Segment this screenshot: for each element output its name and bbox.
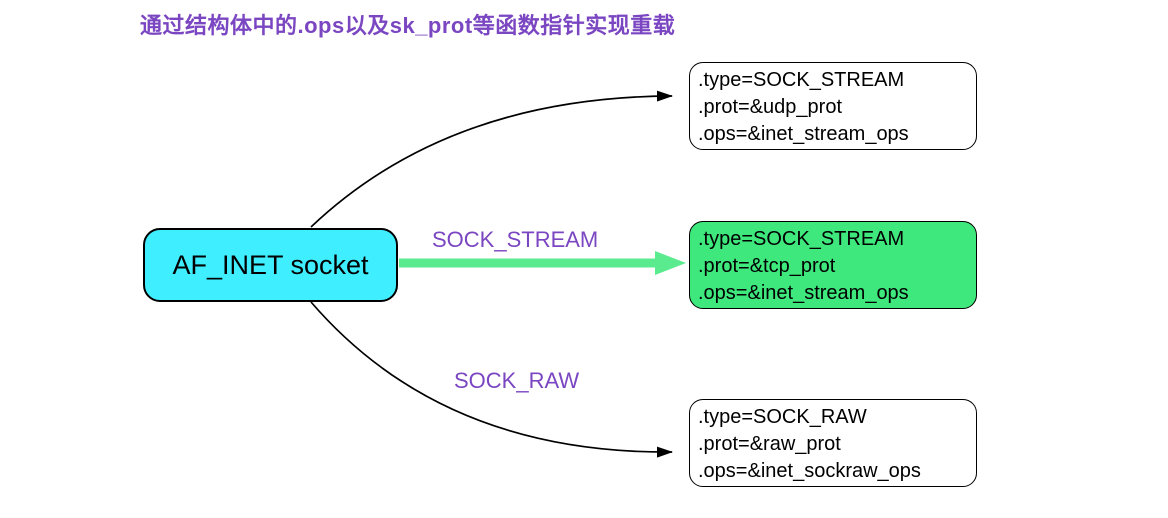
struct-line-type: .type=SOCK_RAW <box>698 406 867 428</box>
node-udp-proto-struct: .type=SOCK_STREAM .prot=&udp_prot .ops=&… <box>689 62 977 150</box>
node-af-inet-socket: AF_INET socket <box>143 228 398 302</box>
edge-green-to-tcp-arrow <box>399 251 686 275</box>
struct-line-type: .type=SOCK_STREAM <box>698 69 905 91</box>
edge-curve-to-raw-arrow <box>310 301 673 458</box>
node-tcp-proto-struct-highlighted: .type=SOCK_STREAM .prot=&tcp_prot .ops=&… <box>689 221 977 309</box>
struct-line-ops: .ops=&inet_stream_ops <box>698 123 909 145</box>
struct-line-prot: .prot=&udp_prot <box>698 96 842 118</box>
node-raw-proto-struct: .type=SOCK_RAW .prot=&raw_prot .ops=&ine… <box>689 399 977 487</box>
node-af-inet-socket-label: AF_INET socket <box>172 249 369 280</box>
struct-line-ops: .ops=&inet_stream_ops <box>698 282 909 304</box>
edge-label-sock-raw: SOCK_RAW <box>454 368 580 393</box>
diagram-title: 通过结构体中的.ops以及sk_prot等函数指针实现重载 <box>140 13 676 38</box>
struct-line-prot: .prot=&raw_prot <box>698 433 841 455</box>
struct-line-prot: .prot=&tcp_prot <box>698 255 836 277</box>
edge-label-sock-stream: SOCK_STREAM <box>432 227 599 252</box>
struct-line-ops: .ops=&inet_sockraw_ops <box>698 460 921 482</box>
edge-curve-to-udp-arrow <box>310 90 673 228</box>
struct-line-type: .type=SOCK_STREAM <box>698 228 905 250</box>
